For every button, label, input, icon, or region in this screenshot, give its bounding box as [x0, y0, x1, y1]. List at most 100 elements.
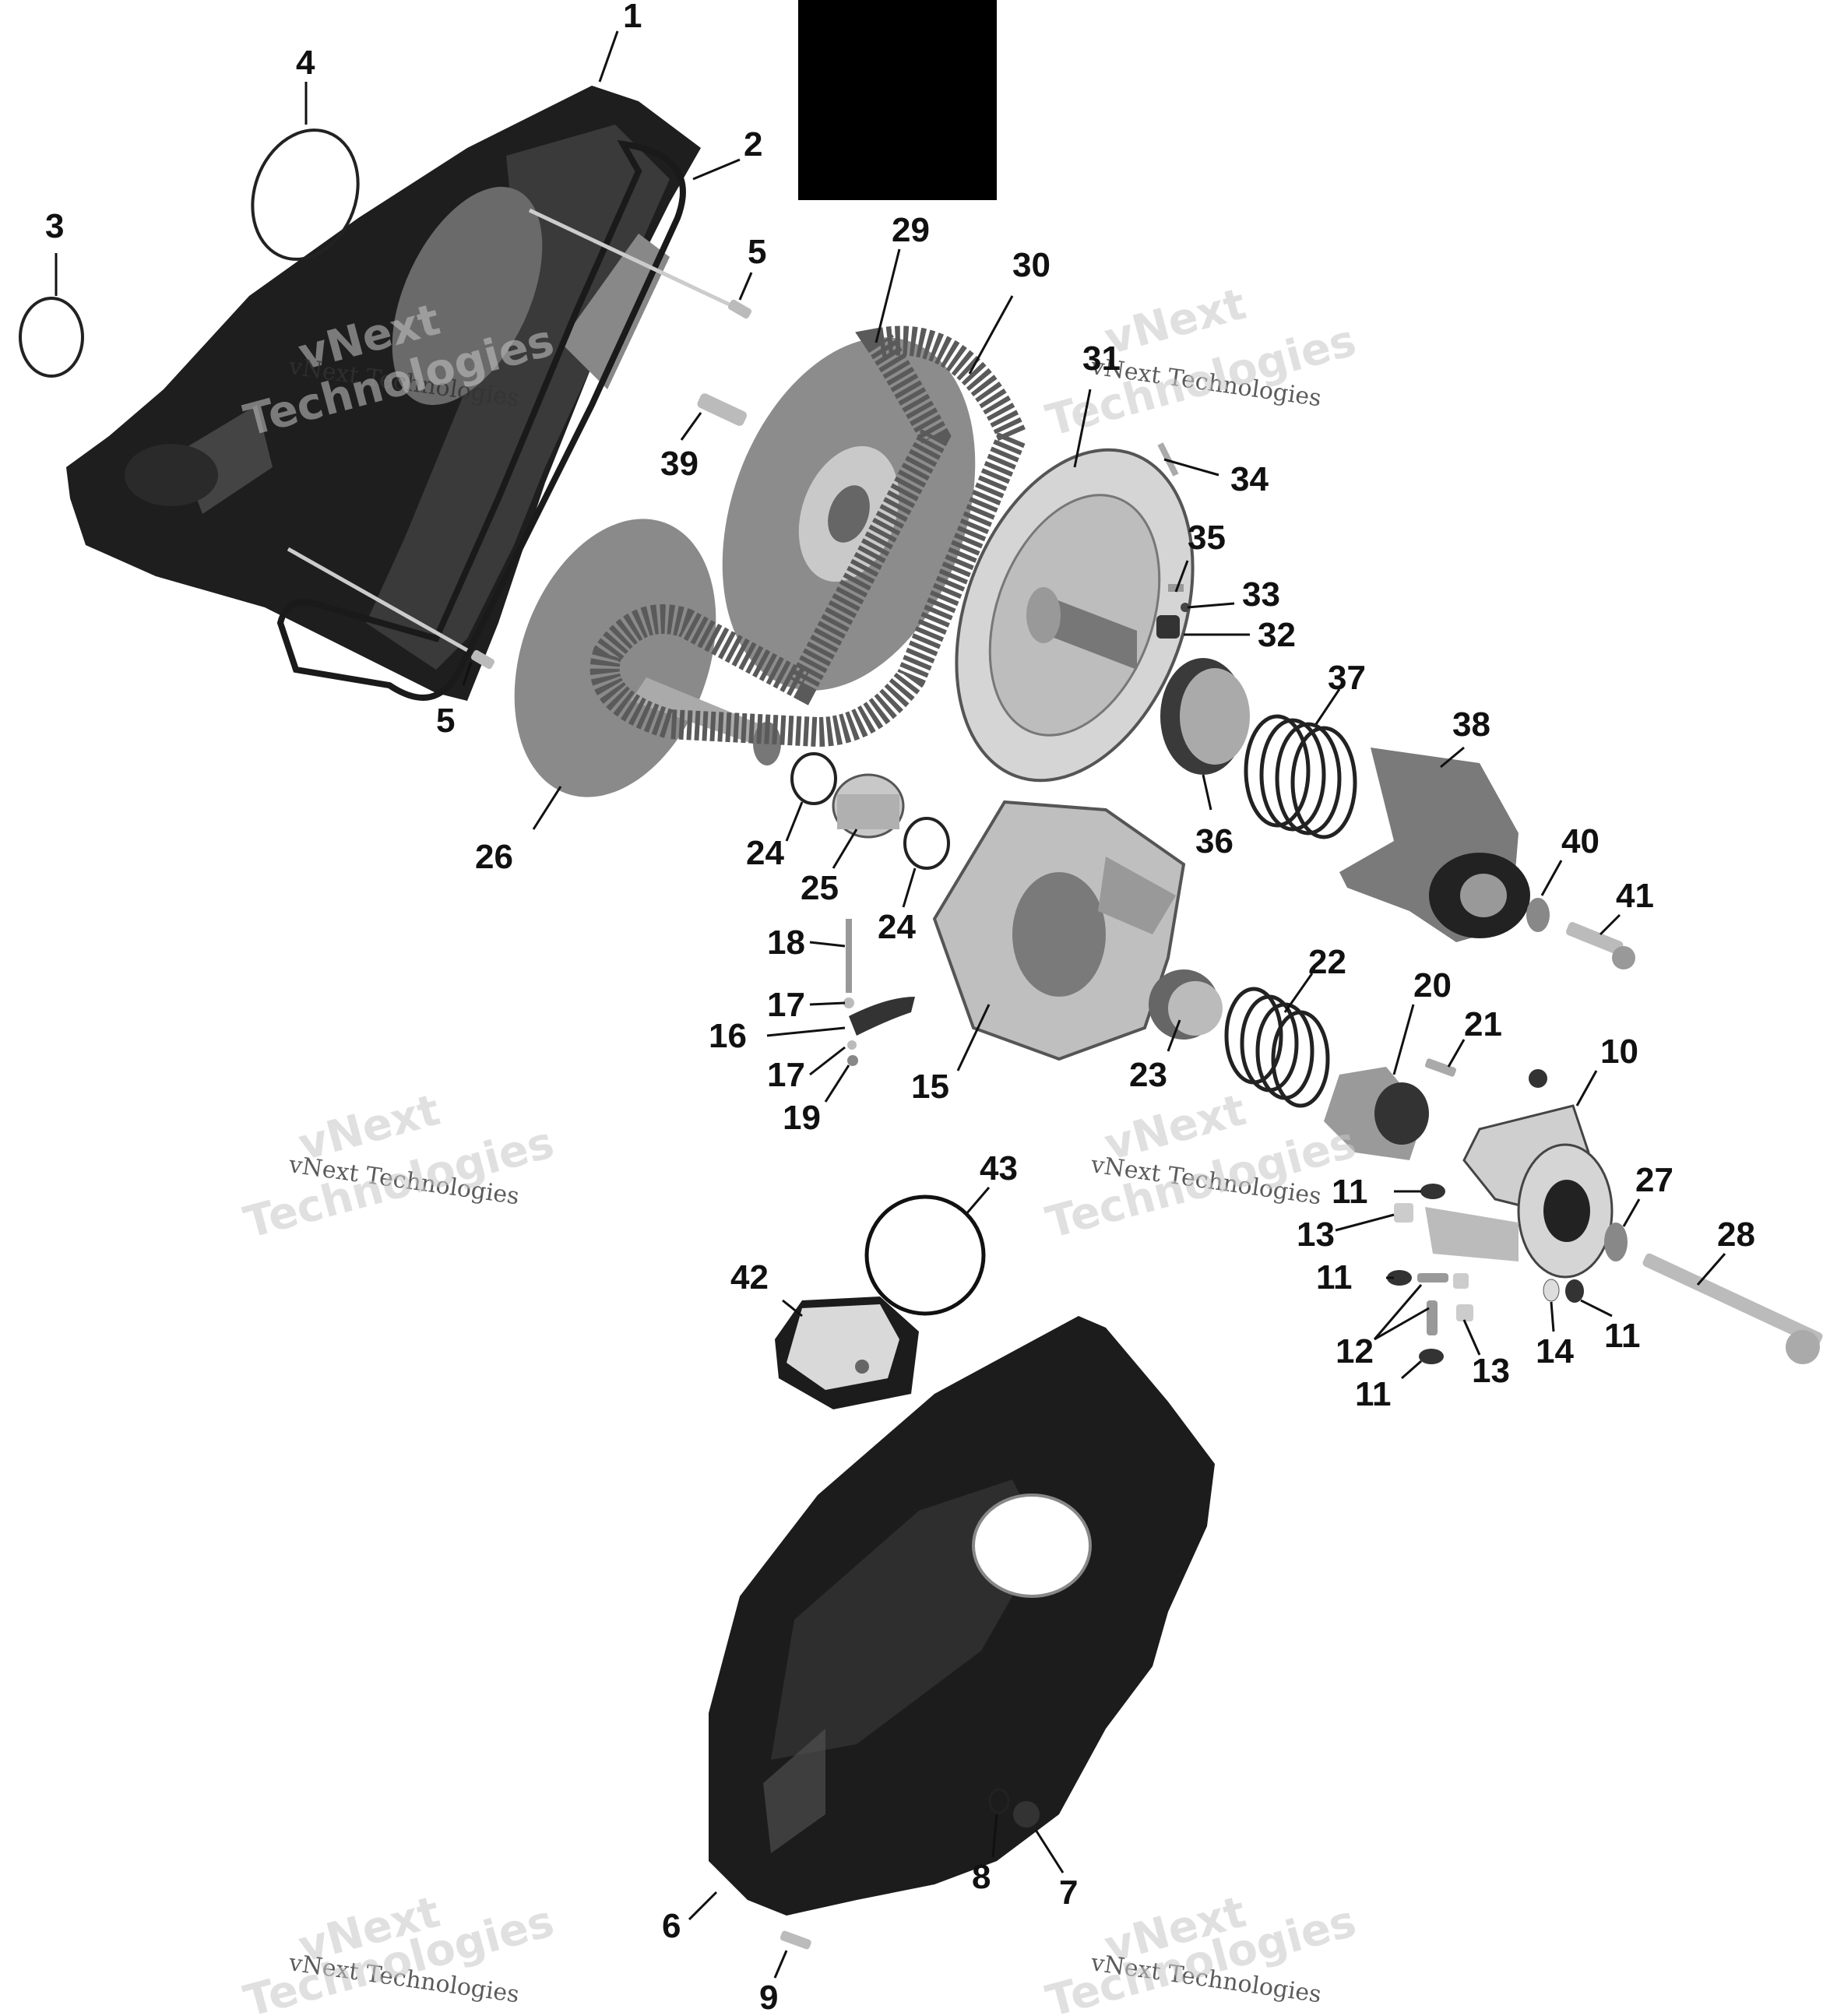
plug-11-b [1387, 1270, 1412, 1286]
spacer-13-c [1456, 1304, 1473, 1321]
spacer-13-b [1453, 1273, 1469, 1289]
callout-25: 25 [801, 869, 839, 907]
callout-15: 15 [911, 1068, 949, 1106]
bearing-23 [1149, 969, 1223, 1040]
callout-36: 36 [1195, 822, 1233, 860]
o-ring-3 [19, 297, 84, 378]
washer-17-lower [847, 1040, 857, 1050]
callout-35: 35 [1188, 519, 1226, 557]
drive-belt [589, 325, 1029, 748]
callout-18: 18 [767, 924, 805, 962]
callout-10: 10 [1600, 1033, 1638, 1071]
callout-16: 16 [709, 1017, 747, 1055]
o-ring-24-left [790, 752, 837, 805]
blackout-block [798, 0, 997, 200]
screw-35 [1168, 584, 1184, 592]
callout-34: 34 [1230, 460, 1269, 498]
callout-5-lower: 5 [436, 702, 455, 740]
callout-31: 31 [1082, 340, 1121, 378]
spider-15 [932, 800, 1186, 1061]
callout-5-upper: 5 [748, 233, 766, 271]
callout-14: 14 [1536, 1332, 1574, 1370]
callout-33: 33 [1242, 575, 1280, 614]
o-ring-4 [251, 128, 360, 261]
callout-11-b: 11 [1316, 1258, 1353, 1297]
callout-1: 1 [623, 0, 642, 35]
callout-24-right: 24 [878, 908, 916, 946]
callout-3: 3 [45, 207, 64, 245]
callout-11-d: 11 [1604, 1317, 1641, 1355]
cam-ring-36 [1160, 658, 1250, 775]
callout-9: 9 [759, 1979, 778, 2016]
washer-40 [1526, 898, 1550, 932]
spacer-13-a [1394, 1203, 1413, 1223]
callout-27: 27 [1635, 1161, 1673, 1199]
callout-37: 37 [1328, 659, 1366, 697]
callout-21: 21 [1464, 1005, 1502, 1043]
bolt-39 [697, 393, 747, 426]
plug-11-c [1419, 1349, 1444, 1364]
clamp-43 [864, 1194, 986, 1316]
callout-42: 42 [730, 1258, 769, 1297]
leader-lines [55, 30, 1726, 1979]
callout-11-c: 11 [1355, 1375, 1392, 1413]
bolt-9 [780, 1930, 811, 1950]
callout-30: 30 [1012, 246, 1050, 284]
callout-20: 20 [1413, 966, 1452, 1004]
cam-cover-38 [1339, 748, 1530, 942]
support-10 [1425, 1069, 1614, 1279]
lever-16 [849, 997, 915, 1036]
callout-32: 32 [1258, 616, 1296, 654]
callout-11-a: 11 [1332, 1173, 1368, 1211]
bolt-5-upper [727, 299, 752, 319]
watermark-6: vNext vNext Technologies Technologies [1041, 1887, 1361, 2016]
callout-17-lower: 17 [767, 1056, 805, 1094]
callout-39: 39 [660, 445, 699, 483]
callout-38: 38 [1452, 705, 1490, 744]
callout-23: 23 [1129, 1056, 1167, 1094]
callout-13-b: 13 [1472, 1352, 1510, 1390]
callout-24-left: 24 [746, 834, 784, 872]
air-intake-42 [775, 1297, 919, 1409]
bushing-25 [832, 773, 905, 839]
callout-40: 40 [1561, 822, 1599, 860]
callout-26: 26 [475, 838, 513, 876]
nut-19 [847, 1055, 858, 1066]
washer-17-upper [843, 997, 854, 1008]
callout-43: 43 [980, 1149, 1018, 1187]
bolt-28 [1642, 1253, 1823, 1364]
callout-41: 41 [1616, 877, 1654, 915]
drain-plug-7 [1013, 1801, 1040, 1828]
callout-6: 6 [662, 1907, 681, 1945]
inner-cover [66, 86, 737, 701]
pin-12-a [1417, 1273, 1448, 1282]
callout-7: 7 [1059, 1874, 1078, 1912]
washer-14 [1543, 1279, 1560, 1302]
bolt-5-lower [470, 649, 495, 670]
callout-13-a: 13 [1297, 1216, 1335, 1254]
callout-12: 12 [1336, 1332, 1374, 1370]
plug-11-a [1420, 1184, 1445, 1199]
callout-29: 29 [892, 211, 930, 249]
o-ring-8 [988, 1788, 1010, 1814]
o-ring-24-right [903, 817, 950, 870]
screw-21 [1424, 1058, 1457, 1077]
outer-cover [709, 1316, 1215, 1916]
washer-33 [1181, 603, 1190, 612]
drive-pulley-movable-sheave [955, 448, 1195, 783]
callout-17-upper: 17 [767, 986, 805, 1024]
pin-12-b [1427, 1300, 1438, 1335]
spring-37 [1244, 714, 1357, 839]
roller-32 [1156, 615, 1180, 639]
cover-gasket [276, 139, 686, 701]
callout-22: 22 [1308, 943, 1346, 981]
bolt-41 [1566, 922, 1635, 969]
washer-27 [1604, 1223, 1628, 1261]
callout-2: 2 [744, 125, 762, 164]
callout-19: 19 [783, 1099, 821, 1137]
spring-22 [1224, 987, 1330, 1108]
watermark-5: vNext vNext Technologies Technologies [239, 1887, 559, 2016]
watermark-3: vNext vNext Technologies Technologies [239, 1085, 559, 1248]
callout-labels: 1 2 3 4 5 5 39 29 30 31 34 35 33 32 36 3… [45, 0, 1755, 2016]
